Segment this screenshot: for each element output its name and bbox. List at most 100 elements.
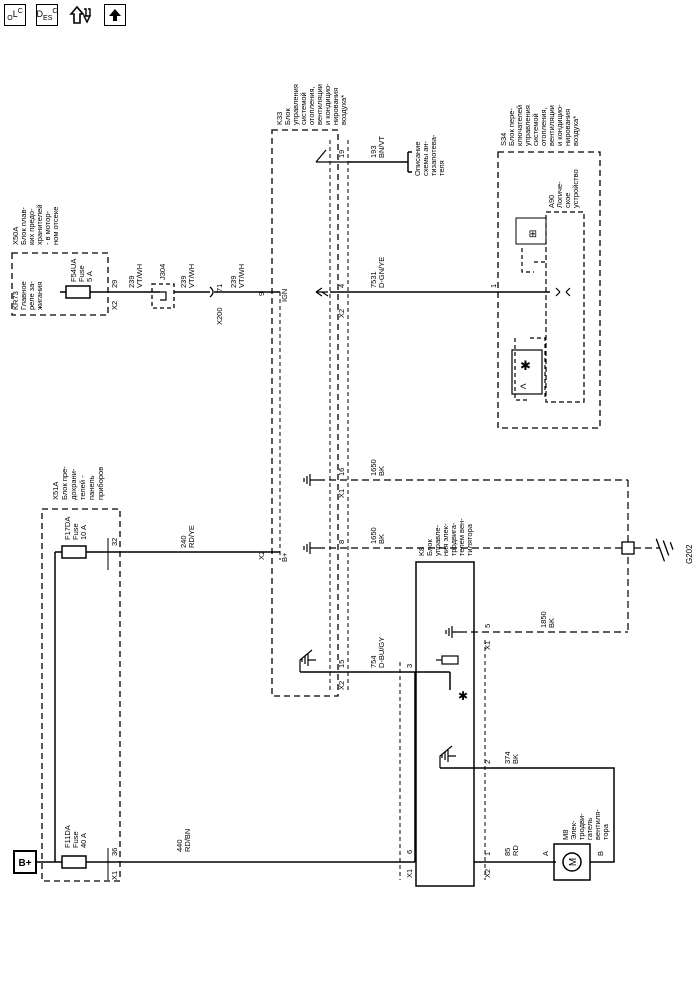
wire-1650-b-label: 1650 BK [369, 527, 386, 544]
svg-text:ких предо-: ких предо- [27, 208, 36, 245]
svg-text:реле за-: реле за- [27, 281, 36, 310]
description-button[interactable]: DESC [36, 4, 58, 26]
svg-text:240: 240 [179, 535, 188, 548]
chevron-icon: < [520, 381, 526, 393]
s34-label: S34 Блок пере- ключателей управления сис… [499, 104, 580, 146]
svg-text:ключателей: ключателей [515, 105, 524, 146]
pin-15: 15 [337, 660, 346, 668]
location-button[interactable]: OLC [4, 4, 26, 26]
svg-text:1850: 1850 [539, 611, 548, 628]
svg-text:A90: A90 [547, 195, 556, 208]
svg-text:S34: S34 [499, 133, 508, 146]
svg-text:тилятора: тилятора [465, 523, 474, 556]
m8-pin-b: B [596, 851, 605, 856]
ground-label: G202 [685, 544, 694, 564]
svg-text:гатель: гатель [585, 818, 594, 840]
x51a-fuse-block [41, 508, 121, 882]
svg-text:управле-: управле- [433, 524, 442, 556]
f11da-fuse [61, 855, 87, 869]
svg-text:RD/BN: RD/BN [183, 829, 192, 852]
page-up-button[interactable] [104, 4, 126, 26]
wire-85-label: 85 RD [503, 845, 520, 856]
svg-text:40 A: 40 A [79, 833, 88, 848]
svg-text:Блок пре-: Блок пре- [60, 466, 69, 500]
pin-4: 4 [337, 284, 346, 288]
wire-193-label: 193 BN/VT [369, 135, 386, 158]
rear-defog-icon: ⊞ [528, 230, 539, 238]
svg-text:BK: BK [511, 754, 520, 764]
k8-pin-2: 2 [483, 760, 492, 764]
svg-text:управления: управления [291, 84, 300, 125]
description-label: DESC [36, 8, 58, 22]
svg-text:239: 239 [127, 275, 136, 288]
wire-1650-a-label: 1650 BK [369, 459, 386, 476]
svg-text:X51A: X51A [51, 482, 60, 500]
svg-text:KR73: KR73 [11, 291, 20, 310]
svg-text:BN/VT: BN/VT [377, 135, 386, 158]
k33-x2-pin15: X2 [337, 681, 346, 690]
pin-8: 8 [337, 540, 346, 544]
svg-text:нирования: нирования [563, 109, 572, 146]
blower-fan-icon: ✱ [458, 689, 468, 703]
svg-text:и кондицио-: и кондицио- [323, 83, 332, 125]
k33-x2-pin4: X2 [337, 309, 346, 318]
battery-label: B+ [18, 858, 31, 869]
svg-text:ния элек-: ния элек- [441, 523, 450, 556]
kr73-label: KR73 Главное реле за- жигания [11, 281, 44, 310]
m8-label: M8 Элек- тродви- гатель вентиля- тора [561, 809, 610, 840]
f11da-label: F11DA Fuse 40 A [63, 825, 88, 848]
j304-splice [151, 283, 175, 309]
svg-text:тора: тора [601, 823, 610, 840]
svg-text:D-BU/GY: D-BU/GY [377, 637, 386, 668]
pin-9: 9 [257, 292, 266, 296]
svg-text:D-GN/YE: D-GN/YE [377, 257, 386, 288]
svg-text:193: 193 [369, 145, 378, 158]
k33-label: K33 Блок управления системой отопления, … [275, 83, 348, 125]
svg-text:воздуха*: воздуха* [339, 95, 348, 125]
x50a-fuse-block [11, 252, 109, 316]
k33-ign-label: IGN [280, 289, 289, 302]
svg-text:5 A: 5 A [85, 271, 94, 282]
x51a-x1-label: X1 [110, 871, 119, 880]
svg-text:и кондицио-: и кондицио- [555, 104, 564, 146]
defog-switch [515, 217, 547, 245]
svg-text:вентиля-: вентиля- [593, 809, 602, 840]
connector-view-button[interactable] [68, 4, 94, 26]
fan-icon: ✱ [520, 358, 531, 373]
x50a-x2-label: X2 [110, 301, 119, 310]
svg-text:X50A: X50A [11, 227, 20, 245]
svg-text:вентиляции: вентиляции [315, 84, 324, 125]
svg-text:239: 239 [179, 275, 188, 288]
wire-754-label: 754 D-BU/GY [369, 637, 386, 668]
k8-x1-pin5: X1 [483, 641, 492, 650]
svg-text:374: 374 [503, 751, 512, 764]
svg-text:дохрани-: дохрани- [69, 468, 78, 500]
blower-switch [511, 349, 543, 395]
svg-text:приборов: приборов [96, 467, 105, 500]
x2-b-plus: X2 [257, 551, 266, 560]
svg-text:239: 239 [229, 275, 238, 288]
k8-label: K8 Блок управле- ния элек- тродвига- тел… [417, 518, 474, 556]
svg-text:K8: K8 [417, 547, 426, 556]
x51a-label: X51A Блок пре- дохрани- телей - панель п… [51, 466, 105, 500]
wire-440-label: 440 RD/BN [175, 829, 192, 852]
f54ua-label: F54UA Fuse 5 A [69, 259, 94, 282]
k8-x1-label: X1 [405, 869, 414, 878]
svg-text:тродвига-: тродвига- [449, 522, 458, 556]
svg-text:хранителей: хранителей [35, 205, 44, 245]
wire-239-c-label: 239 VT/WH [229, 264, 246, 288]
svg-text:управления: управления [523, 105, 532, 146]
pin-29: 29 [110, 280, 119, 288]
k33-x1-pin16: X1 [337, 489, 346, 498]
pin-19: 19 [337, 150, 346, 158]
svg-text:RD: RD [511, 845, 520, 856]
pin-16: 16 [337, 468, 346, 476]
m8-symbol: M [568, 858, 579, 866]
svg-text:Fuse: Fuse [77, 265, 86, 282]
wire-239-b-label: 239 VT/WH [179, 264, 196, 288]
svg-text:телей -: телей - [78, 475, 87, 500]
svg-text:отопления,: отопления, [307, 86, 316, 125]
x50a-label: X50A Блок плав- ких предо- хранителей - … [11, 205, 60, 245]
svg-text:Логиче-: Логиче- [555, 181, 564, 208]
location-label: OLC [7, 8, 23, 22]
